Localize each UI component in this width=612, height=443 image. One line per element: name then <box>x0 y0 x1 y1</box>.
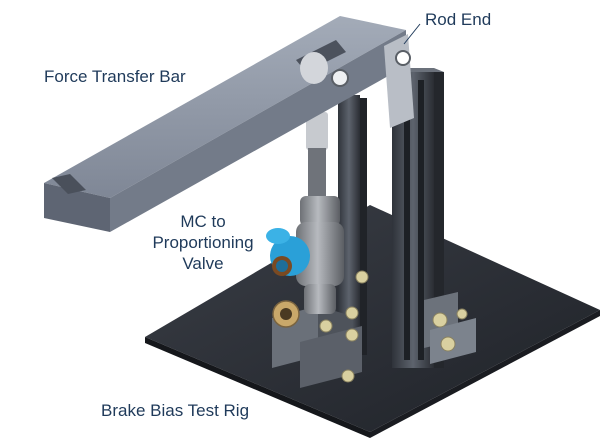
rod-end-label: Rod End <box>425 10 492 29</box>
figure-title: Brake Bias Test Rig <box>101 401 250 420</box>
base-plate <box>145 205 600 438</box>
pushrod-roller <box>300 52 349 87</box>
bolts <box>319 270 468 383</box>
rod-end-leader <box>403 23 421 45</box>
vertical-extrusion-left <box>338 95 367 355</box>
mc-to-proportioning-valve-label: MC to Proportioning Valve <box>148 211 258 274</box>
mc-label-line-1: MC to <box>180 212 226 231</box>
rod-end <box>384 34 414 128</box>
brass-inlet-fitting <box>272 300 300 328</box>
mc-label-line-2: Proportioning <box>152 233 254 252</box>
blue-fitting <box>266 228 310 276</box>
mc-label-line-3: Valve <box>182 254 224 273</box>
force-transfer-bar-label: Force Transfer Bar <box>44 67 186 86</box>
master-cylinder <box>296 112 344 314</box>
